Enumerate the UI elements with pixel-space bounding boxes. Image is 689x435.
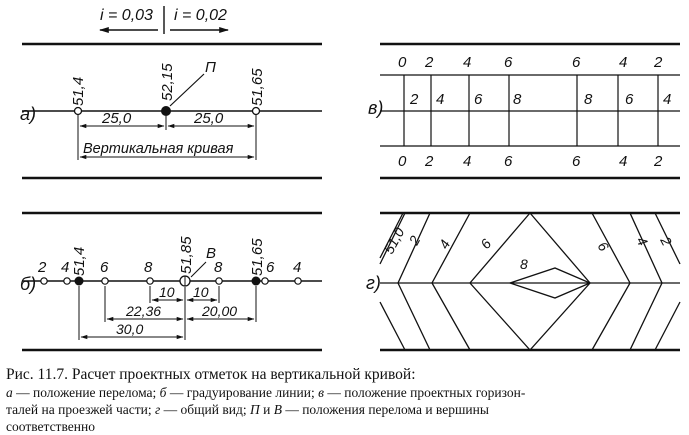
panel-v-bot-6a: 6 (504, 153, 513, 170)
caption-line-2: а — положение перелома; б — градуировани… (6, 384, 686, 401)
panel-b (22, 211, 322, 352)
panel-g-contour-6-left: 6 (477, 236, 494, 252)
panel-v-top-4: 4 (463, 54, 471, 71)
panel-v-top-6a: 6 (504, 54, 513, 71)
caption-text-b: — градуирование линии; (166, 385, 319, 400)
panel-a-elev-break: 52,15 (159, 63, 176, 101)
panel-v-mid-4b: 4 (663, 91, 671, 108)
panel-b-mark-8-left (146, 277, 154, 285)
panel-b-vertex-label: В (206, 245, 216, 262)
panel-b-num-8-right: 8 (214, 259, 223, 276)
panel-v-grid-verticals (403, 75, 659, 146)
caption-text-p: и (259, 402, 274, 417)
panel-a-leader (169, 73, 205, 107)
panel-g-label: г) (366, 273, 381, 293)
panel-v-mid-2: 2 (409, 91, 419, 108)
panel-a-label: а) (20, 104, 36, 124)
panel-v-mid-4: 4 (436, 91, 444, 108)
panel-a-elev-left: 51,4 (70, 77, 87, 106)
panel-a-point-break (161, 106, 171, 116)
panel-v-bot-4b: 4 (619, 153, 627, 170)
caption-key-a: а (6, 385, 13, 400)
panel-a (22, 42, 322, 180)
caption-key-b: б (159, 385, 167, 400)
figure-caption: Рис. 11.7. Расчет проектных отметок на в… (6, 366, 686, 435)
panel-a-peak-label: П (205, 59, 216, 76)
panel-g-contour-510: 51,0 (381, 225, 408, 257)
panel-v-top-2b: 2 (653, 54, 663, 71)
panel-g-contour-8: 8 (520, 256, 528, 272)
panel-v (380, 42, 680, 180)
panel-v-bot-6b: 6 (572, 153, 581, 170)
caption-key-g: г (155, 402, 161, 417)
panel-a-elev-right: 51,65 (249, 68, 266, 106)
panel-v-top-row: 0 2 4 6 6 4 2 (398, 54, 663, 71)
panel-g-contour-6-right: 6 (595, 239, 613, 255)
panel-b-point-end (251, 276, 261, 286)
panel-v-mid-8a: 8 (513, 91, 522, 108)
panel-v-mid-row: 2 4 6 8 8 6 4 (409, 91, 671, 108)
panel-b-num-4-right: 4 (293, 259, 301, 276)
caption-title: Рис. 11.7. Расчет проектных отметок на в… (6, 366, 416, 383)
panel-b-mark-6-right (261, 277, 269, 285)
panel-v-label: в) (368, 98, 383, 118)
panel-b-dim-text-10-left: 10 (159, 284, 175, 300)
panel-v-top-2: 2 (424, 54, 434, 71)
panel-v-mid-6: 6 (474, 91, 483, 108)
panel-b-num-6-left: 6 (100, 259, 109, 276)
panel-b-num-2-left: 2 (37, 259, 47, 276)
panel-v-bot-2: 2 (424, 153, 434, 170)
panel-a-curve-label: Вертикальная кривая (83, 141, 234, 157)
slope-right-label: i = 0,02 (174, 7, 227, 24)
panel-b-num-6-right: 6 (266, 259, 275, 276)
panel-b-dim-text-10-right: 10 (193, 284, 209, 300)
panel-v-mid-6b: 6 (625, 91, 634, 108)
caption-key-vv: В (273, 402, 282, 417)
panel-g (379, 211, 681, 352)
panel-g-contour-4-left: 4 (436, 237, 454, 252)
slope-indicator (99, 6, 229, 34)
panel-b-num-4-left: 4 (61, 259, 69, 276)
panel-b-dim-text-2236: 22,36 (125, 303, 161, 319)
panel-v-bottom-row: 0 2 4 6 6 4 2 (398, 153, 663, 170)
panel-b-num-8-left: 8 (144, 259, 153, 276)
panel-g-contours (379, 212, 681, 351)
figure-diagram: i = 0,03 i = 0,02 а) 51,4 52,15 51,65 П … (20, 6, 681, 352)
panel-v-top-4b: 4 (619, 54, 627, 71)
panel-b-label: б) (20, 274, 36, 294)
panel-b-dim-text-2000: 20,00 (201, 303, 237, 319)
panel-a-point-right (251, 106, 261, 116)
slope-left-label: i = 0,03 (100, 7, 153, 24)
panel-a-dist-right: 25,0 (193, 110, 224, 127)
panel-b-mark-4-left (63, 277, 71, 285)
panel-a-dist-left: 25,0 (101, 110, 132, 127)
panel-v-bot-4: 4 (463, 153, 471, 170)
panel-b-elev-end: 51,65 (249, 238, 266, 276)
panel-b-point-start (74, 276, 84, 286)
caption-key-p: П (249, 402, 260, 417)
panel-v-mid-8b: 8 (584, 91, 593, 108)
panel-b-elev-start: 51,4 (71, 247, 88, 276)
panel-b-elev-vertex: 51,85 (178, 236, 195, 274)
panel-b-mark-6-left (101, 277, 109, 285)
panel-b-leader (190, 261, 207, 278)
caption-text-a: — положение перелома; (12, 385, 160, 400)
caption-key-v: в (318, 385, 324, 400)
panel-v-bot-0: 0 (398, 153, 407, 170)
caption-line-4: соответственно (6, 419, 95, 434)
panel-b-mark-4-right (294, 277, 302, 285)
caption-text-g: — общий вид; (160, 402, 250, 417)
caption-line-3: талей на проезжей части; г — общий вид; … (6, 401, 686, 418)
panel-b-dim-text-300: 30,0 (116, 321, 143, 337)
panel-a-point-left (73, 106, 83, 116)
panel-b-mark-8-right (215, 277, 223, 285)
panel-b-mark-2-left (40, 277, 48, 285)
caption-text-3a: талей на проезжей части; (6, 402, 155, 417)
caption-text-v: — положение проектных горизон- (323, 385, 526, 400)
panel-v-top-0: 0 (398, 54, 407, 71)
panel-v-bot-2b: 2 (653, 153, 663, 170)
panel-v-top-6b: 6 (572, 54, 581, 71)
panel-g-contour-4-right: 4 (633, 234, 651, 249)
caption-text-vv: — положения перелома и вершины (281, 402, 489, 417)
